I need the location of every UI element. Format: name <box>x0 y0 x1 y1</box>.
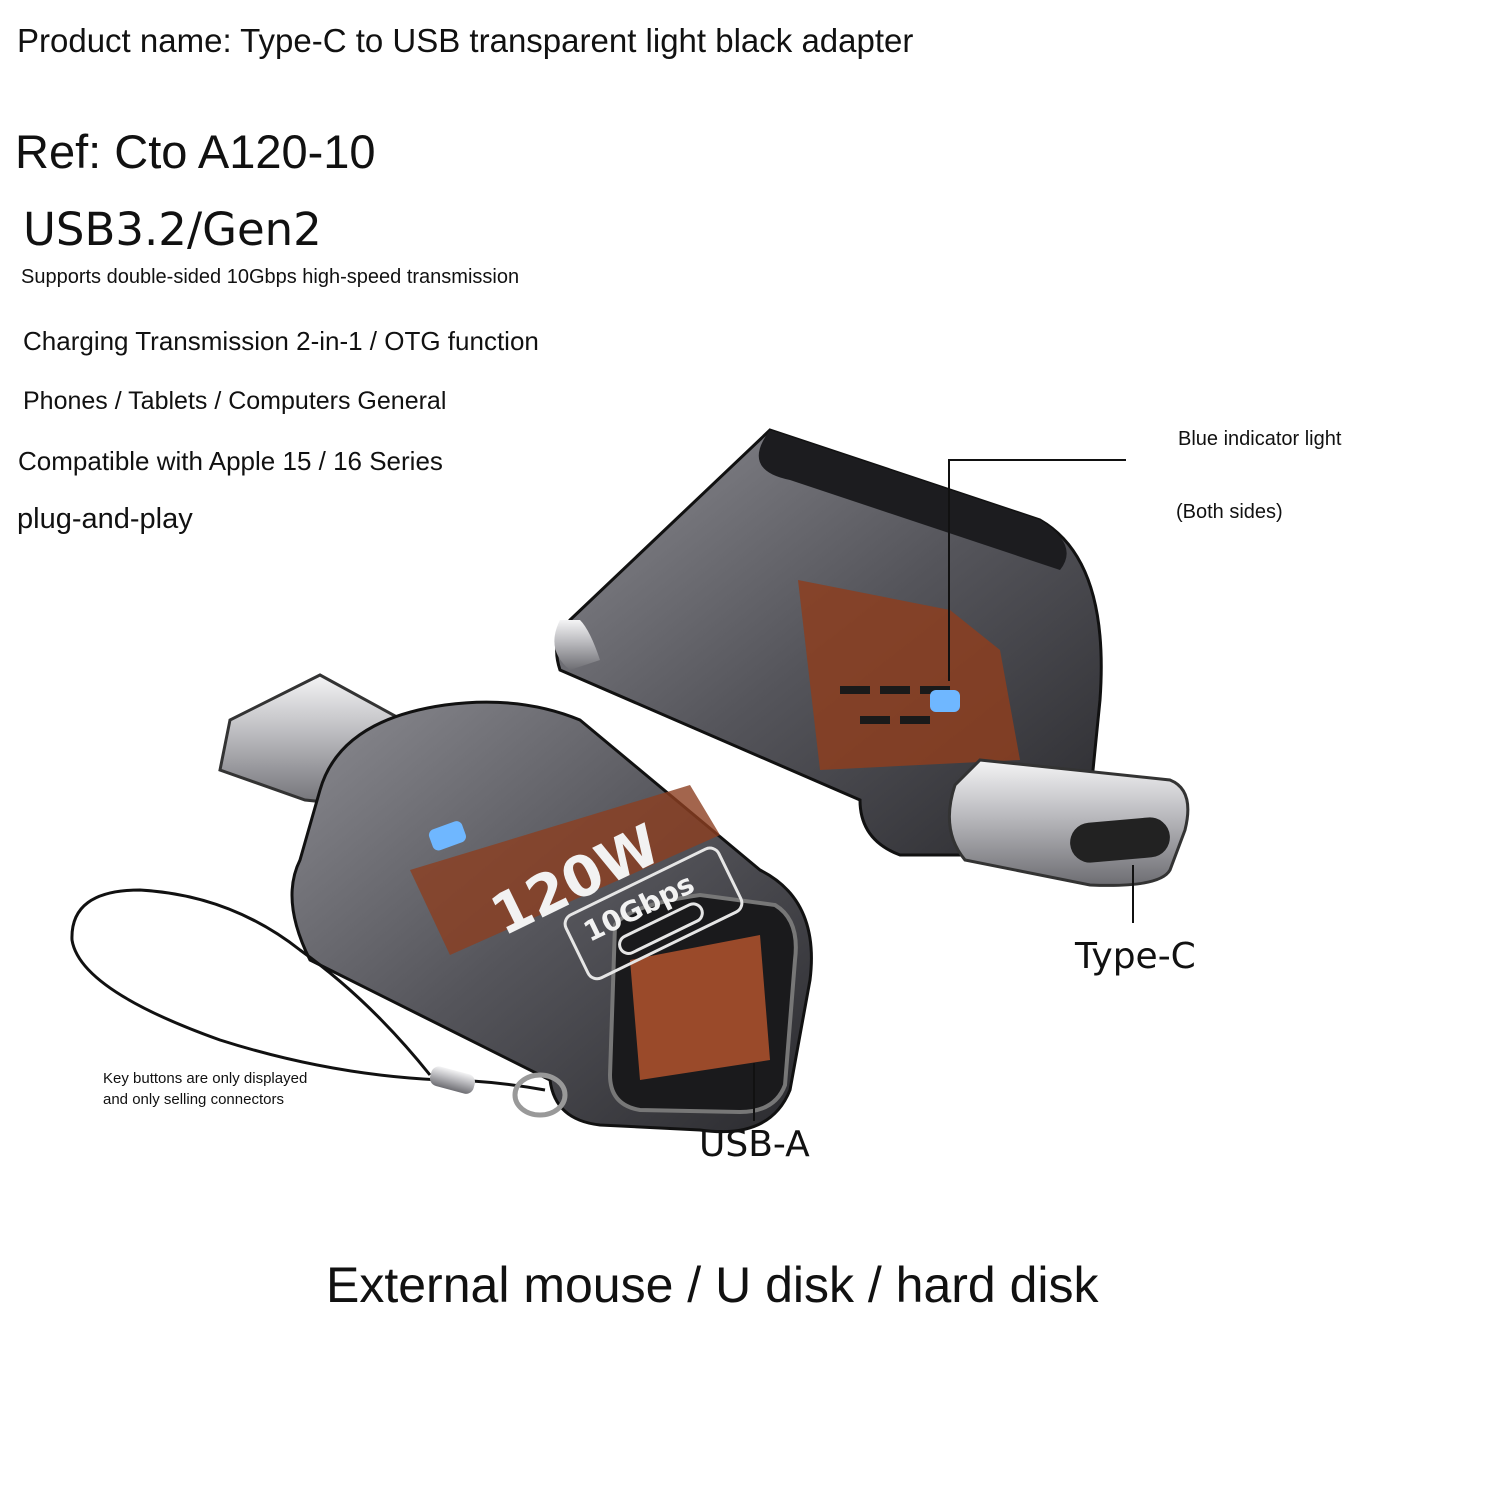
adapter-left: 120W 10Gbps <box>70 673 813 1134</box>
right-lanyard-loop <box>554 620 600 670</box>
usb-a-port-tongue <box>630 935 770 1080</box>
lanyard-clasp <box>429 1066 476 1094</box>
key-buttons-note: Key buttons are only displayed and only … <box>103 1070 308 1108</box>
left-led-icon <box>428 821 466 851</box>
right-led-icon <box>930 690 960 712</box>
adapter-right <box>554 428 1190 887</box>
speed-badge-frame <box>563 846 744 981</box>
feature-line-4: Compatible with Apple 15 / 16 Series <box>18 446 443 476</box>
type-c-port-icon <box>618 902 704 955</box>
ref-code: Ref: Cto A120-10 <box>15 125 376 178</box>
left-copper-band <box>410 785 720 955</box>
usb-a-label: USB-A <box>699 1124 810 1165</box>
product-name: Product name: Type-C to USB transparent … <box>17 22 914 59</box>
blue-indicator-label: Blue indicator light <box>1178 428 1342 450</box>
lanyard-ring <box>512 1072 568 1118</box>
both-sides-label: (Both sides) <box>1176 501 1283 523</box>
usb-a-leader <box>753 1063 755 1121</box>
blue-light-leader-vertical <box>948 459 950 681</box>
right-top-cap <box>758 430 1067 570</box>
type-c-leader <box>1132 865 1134 923</box>
type-c-port-opening <box>1070 817 1170 863</box>
lanyard-cord <box>70 888 546 1092</box>
blue-light-leader-horizontal <box>948 459 1126 461</box>
feature-line-1: Supports double-sided 10Gbps high-speed … <box>21 266 520 288</box>
right-copper-band <box>798 580 1020 770</box>
bottom-caption: External mouse / U disk / hard disk <box>326 1257 1099 1313</box>
type-c-label: Type-C <box>1075 936 1196 977</box>
feature-line-5: plug-and-play <box>17 503 193 535</box>
usb-spec: USB3.2/Gen2 <box>23 203 322 256</box>
feature-line-2: Charging Transmission 2-in-1 / OTG funct… <box>23 326 539 356</box>
feature-line-3: Phones / Tablets / Computers General <box>23 387 447 415</box>
